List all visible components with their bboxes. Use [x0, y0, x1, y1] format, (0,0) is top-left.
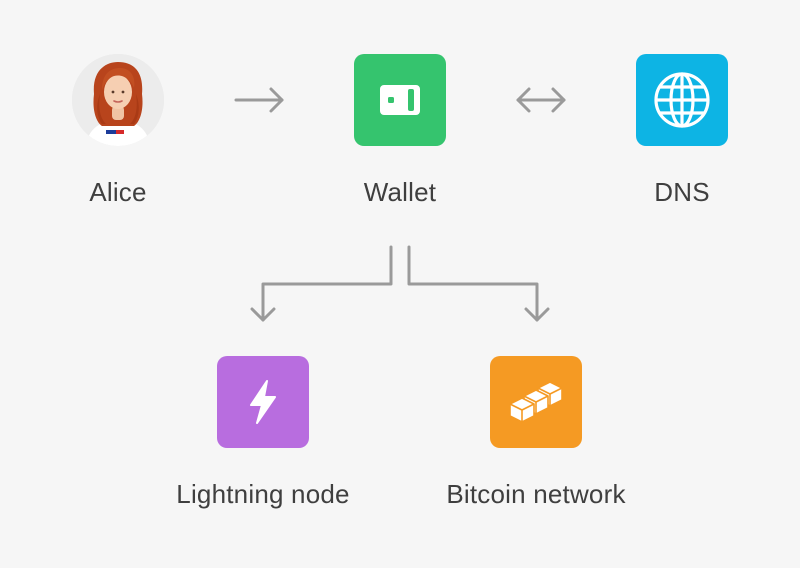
- arrow-wallet-dns-bidirectional: [516, 87, 566, 113]
- lightning-bolt-icon: [250, 380, 276, 424]
- blocks-icon: [509, 381, 563, 423]
- wallet-node[interactable]: [354, 54, 446, 146]
- lightning-label: Lightning node: [176, 479, 350, 509]
- alice-label: Alice: [89, 177, 147, 207]
- globe-icon: [654, 72, 710, 128]
- arrow-wallet-to-bitcoin: [407, 245, 550, 322]
- bitcoin-label: Bitcoin network: [446, 479, 626, 509]
- wallet-icon: [380, 85, 420, 115]
- wallet-label: Wallet: [363, 177, 437, 207]
- arrow-wallet-to-lightning: [250, 245, 393, 322]
- bitcoin-node[interactable]: [490, 356, 582, 448]
- arrow-alice-to-wallet: [234, 87, 284, 113]
- lightning-node[interactable]: [217, 356, 309, 448]
- alice-avatar: [72, 54, 164, 146]
- avatar-photo-icon: [72, 54, 164, 146]
- dns-label: DNS: [654, 177, 710, 207]
- dns-node[interactable]: [636, 54, 728, 146]
